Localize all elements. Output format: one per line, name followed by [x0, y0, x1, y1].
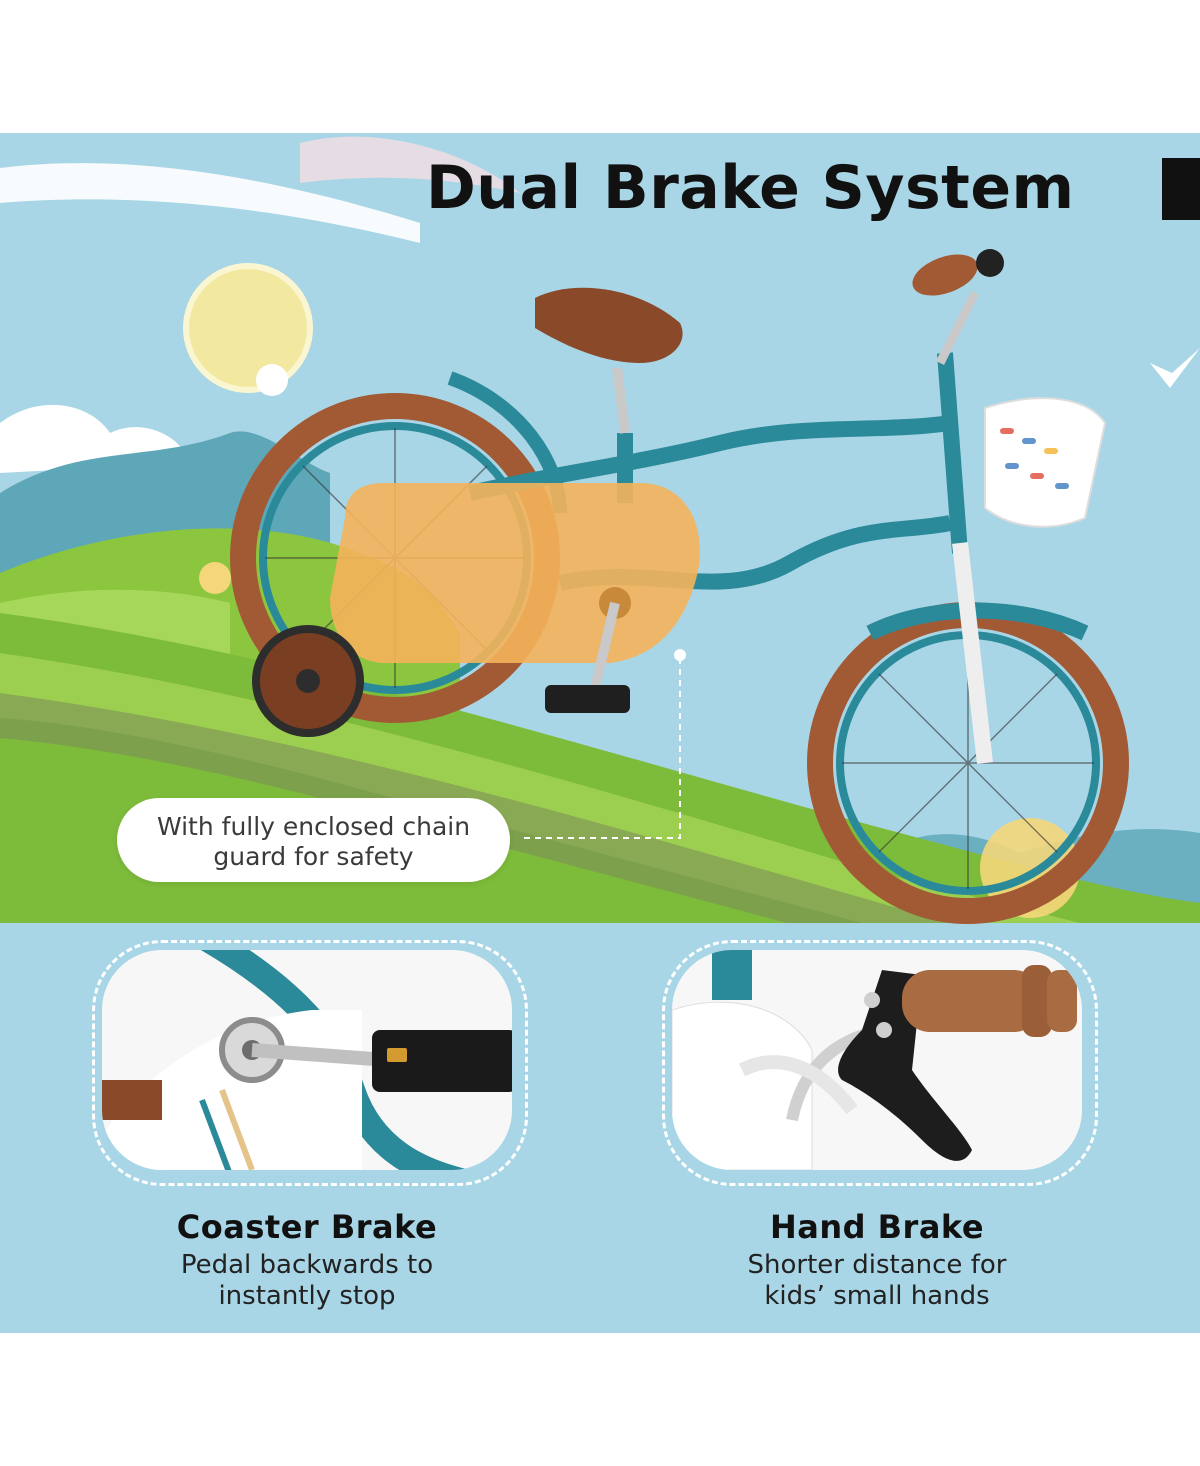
pedal	[545, 685, 630, 713]
page-title: Dual Brake System	[426, 153, 1075, 223]
scene-illustration	[0, 136, 1200, 1333]
stem	[935, 290, 980, 366]
seat	[535, 287, 683, 363]
callout-text: With fully enclosed chain guard for safe…	[117, 812, 510, 872]
hand-brake-panel	[662, 940, 1098, 1186]
coaster-brake-description: Pedal backwards to instantly stop	[92, 1250, 522, 1312]
callout-line-1: With fully enclosed chain	[156, 812, 471, 841]
scene	[0, 133, 1200, 1333]
bird-icon	[1150, 348, 1200, 388]
hand-brake-description: Shorter distance for kids’ small hands	[662, 1250, 1092, 1312]
grip	[912, 254, 978, 296]
sun-icon	[183, 263, 313, 393]
bell-icon	[976, 249, 1004, 277]
bicycle-illustration	[230, 249, 1129, 924]
fork	[952, 542, 993, 764]
chain-guard	[330, 483, 700, 663]
seat-post	[612, 367, 630, 434]
coaster-photo	[102, 950, 512, 1170]
coaster-desc-line-1: Pedal backwards to	[180, 1250, 434, 1280]
title-accent-bar	[1162, 158, 1200, 220]
head-tube	[937, 352, 968, 554]
top-tube	[468, 415, 952, 501]
hand-brake-title: Hand Brake	[769, 1208, 985, 1246]
cloud-top	[0, 163, 420, 243]
coaster-brake-panel	[92, 940, 528, 1186]
chain-guard-callout: With fully enclosed chain guard for safe…	[117, 798, 510, 882]
hand-desc-line-1: Shorter distance for	[747, 1250, 1007, 1280]
coaster-desc-line-2: instantly stop	[218, 1281, 396, 1311]
flower-icon	[199, 562, 231, 594]
basket	[984, 397, 1107, 528]
callout-connector	[520, 658, 681, 839]
callout-line-2: guard for safety	[213, 842, 414, 871]
coaster-brake-title: Coaster Brake	[176, 1208, 438, 1246]
crank-arm	[590, 601, 620, 690]
sun-highlight	[256, 364, 288, 396]
cloud-pink	[300, 136, 520, 193]
hand-desc-line-2: kids’ small hands	[764, 1281, 990, 1311]
